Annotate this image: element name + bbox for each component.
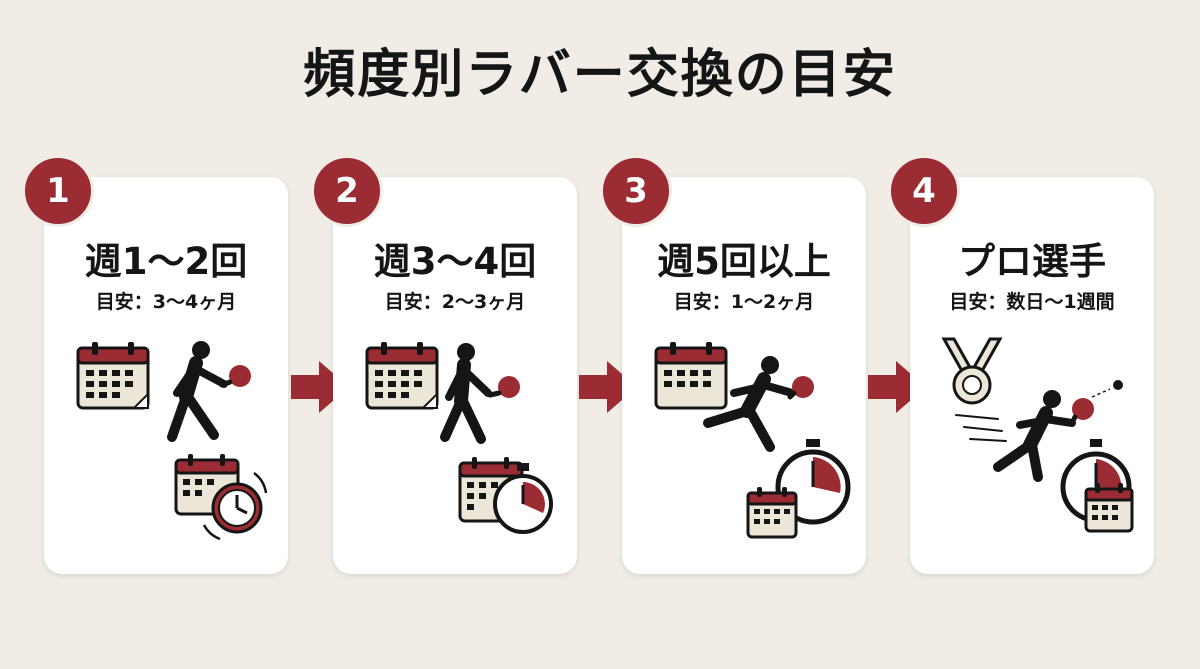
clock-icon: [202, 471, 268, 541]
step-frequency: プロ選手: [958, 240, 1106, 283]
step-guide: 目安：数日〜1週間: [949, 291, 1115, 313]
stopwatch-icon: [493, 463, 553, 534]
step-illustration: [654, 342, 851, 539]
step-guide: 目安：3〜4ヶ月: [95, 291, 237, 313]
step-frequency: 週1〜2回: [84, 240, 248, 283]
step-frequency: 週3〜4回: [373, 240, 537, 283]
medal-icon: [941, 337, 1003, 405]
step-frequency: 週5回以上: [657, 240, 831, 283]
ping-pong-paddle-icon: [787, 376, 814, 400]
ping-pong-paddle-icon: [219, 365, 251, 388]
page-title: 頻度別ラバー交換の目安: [303, 45, 897, 105]
ping-pong-paddle-icon: [487, 376, 520, 398]
calendar-icon: [746, 487, 798, 539]
step-card-1: 週1〜2回 目安：3〜4ヶ月: [22, 155, 288, 574]
step-guide: 目安：1〜2ヶ月: [673, 291, 815, 313]
step-card-2: 週3〜4回 目安：2〜3ヶ月: [311, 155, 577, 574]
calendar-icon: [76, 342, 150, 410]
player-icon: [440, 343, 492, 444]
arrow-right-icon: [291, 361, 349, 413]
step-card-4: プロ選手 目安：数日〜1週間: [888, 155, 1154, 574]
arrow-right-icon: [579, 361, 637, 413]
step-illustration: [365, 342, 553, 534]
step-number-badge: 1: [22, 155, 94, 227]
calendar-icon: [1084, 483, 1134, 533]
calendar-icon: [365, 342, 439, 410]
step-guide: 目安：2〜3ヶ月: [384, 291, 526, 313]
step-illustration: [76, 341, 268, 541]
calendar-icon: [654, 342, 728, 410]
step-number-badge: 3: [600, 155, 672, 227]
arrow-right-icon: [868, 361, 926, 413]
player-icon: [167, 341, 228, 442]
step-card-3: 週5回以上 目安：1〜2ヶ月: [600, 155, 866, 574]
step-number-badge: 2: [311, 155, 383, 227]
player-icon: [703, 356, 796, 452]
step-illustration: [941, 337, 1134, 533]
step-number-badge: 4: [888, 155, 960, 227]
ping-pong-paddle-icon: [1069, 380, 1123, 426]
player-icon: [955, 390, 1076, 482]
